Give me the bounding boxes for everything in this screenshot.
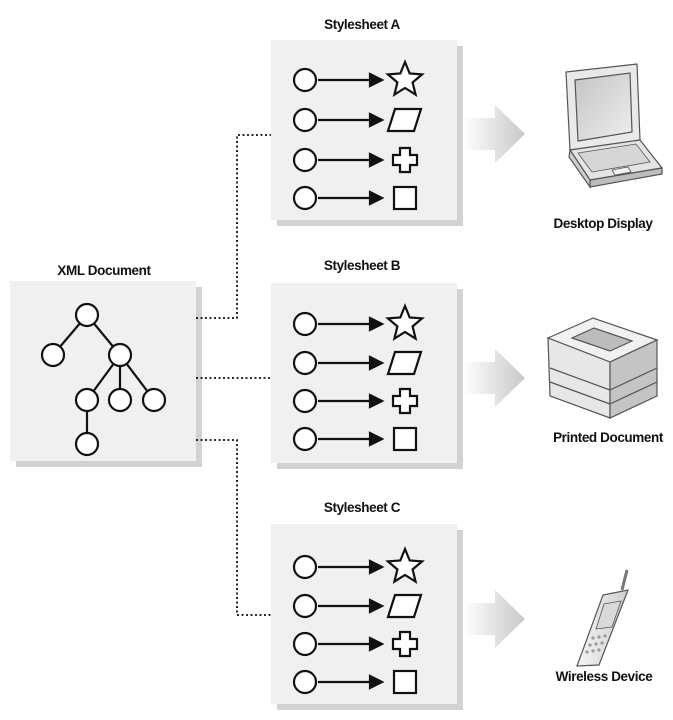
phone-icon — [576, 569, 629, 667]
source-circle-icon — [292, 669, 318, 695]
printed-document-label: Printed Document — [553, 430, 664, 445]
output-arrow-c — [463, 590, 525, 648]
stylesheet-b-rules — [292, 303, 425, 452]
stylesheet-a: Stylesheet A — [271, 17, 463, 226]
stylesheet-a-rules — [292, 59, 425, 211]
connector-c — [196, 439, 271, 616]
source-circle-icon — [292, 107, 318, 133]
cross-icon — [391, 146, 419, 174]
parallelogram-icon — [386, 107, 423, 133]
star-icon — [385, 59, 425, 97]
parallelogram-icon — [386, 593, 423, 619]
dotted-connectors — [196, 134, 271, 616]
stylesheet-c: Stylesheet C — [271, 500, 463, 710]
source-circle-icon — [292, 593, 318, 619]
stylesheet-c-rules — [292, 546, 425, 695]
star-icon — [385, 546, 425, 584]
star-icon — [385, 303, 425, 341]
output-arrows — [463, 105, 525, 648]
output-arrow-b — [463, 349, 525, 407]
xml-document: XML Document — [10, 263, 202, 467]
document-tree-icon — [40, 302, 167, 457]
xml-document-box — [10, 281, 196, 461]
source-circle-icon — [292, 388, 318, 414]
square-icon — [392, 669, 418, 695]
parallelogram-icon — [386, 350, 423, 376]
source-circle-icon — [292, 311, 318, 337]
source-circle-icon — [292, 631, 318, 657]
square-icon — [392, 426, 418, 452]
square-icon — [392, 185, 418, 211]
printer-icon — [546, 317, 659, 419]
laptop-icon — [565, 63, 664, 189]
source-circle-icon — [292, 350, 318, 376]
stylesheet-b-label: Stylesheet B — [324, 258, 401, 273]
source-circle-icon — [292, 185, 318, 211]
source-circle-icon — [292, 147, 318, 173]
cross-icon — [391, 630, 419, 658]
source-circle-icon — [292, 67, 318, 93]
xml-document-label: XML Document — [57, 263, 151, 278]
output-arrow-a — [463, 105, 525, 163]
wireless-device-label: Wireless Device — [556, 669, 654, 684]
source-circle-icon — [292, 554, 318, 580]
stylesheet-b: Stylesheet B — [271, 258, 463, 469]
stylesheet-c-label: Stylesheet C — [324, 500, 401, 515]
stylesheet-a-label: Stylesheet A — [324, 17, 400, 32]
connector-a — [196, 134, 271, 319]
cross-icon — [391, 387, 419, 415]
desktop-display-label: Desktop Display — [553, 216, 653, 231]
source-circle-icon — [292, 426, 318, 452]
